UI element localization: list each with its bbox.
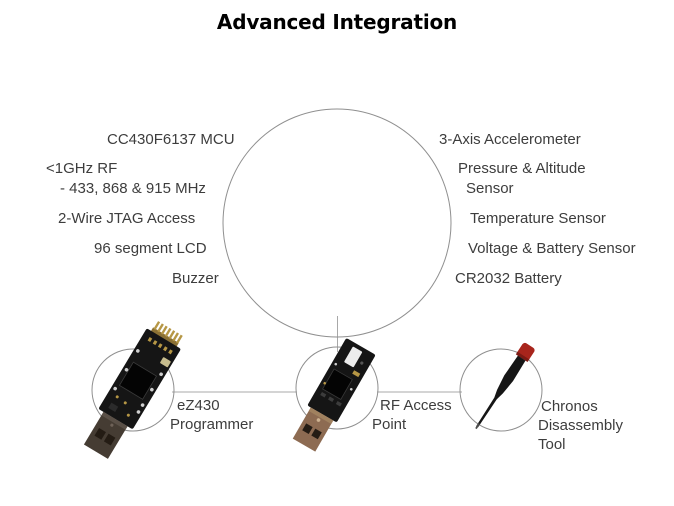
page-title: Advanced Integration [216,10,458,34]
feature-label-rf-bands: - 433, 868 & 915 MHz [60,180,206,197]
accessory-label-chronos: Chronos [541,398,598,415]
feature-label-mcu: CC430F6137 MCU [107,131,235,148]
accessory-label-ez430: eZ430 [177,397,220,414]
usb-plug-icon [83,411,128,459]
rf-access-point-circle [295,346,379,430]
main-feature-circle [222,108,452,338]
feature-label-rf: <1GHz RF [46,160,118,177]
accessory-label-programmer: Programmer [170,416,254,433]
feature-label-jtag: 2-Wire JTAG Access [58,210,196,227]
disassembly-tool-circle [459,348,543,432]
programmer-circle [91,348,175,432]
accessory-label-rf-access: RF Access [380,397,452,414]
usb-plug-icon [292,407,334,452]
feature-label-pressure: Pressure & Altitude [458,160,586,177]
rf-access-point-image [292,338,375,452]
feature-label-accelerometer: 3-Axis Accelerometer [439,131,581,148]
accessory-label-tool: Tool [538,436,566,453]
pin-header-icon [150,321,183,348]
feature-label-pressure-sensor: Sensor [466,180,514,197]
screwdriver-image [475,342,535,430]
ez430-programmer-image [83,321,183,459]
feature-label-battery: CR2032 Battery [455,270,562,287]
feature-label-lcd: 96 segment LCD [94,240,207,257]
feature-label-temperature: Temperature Sensor [470,210,606,227]
accessory-label-disassembly: Disassembly [538,417,624,434]
screwdriver-shaft-icon [476,355,526,428]
accessory-label-point: Point [372,416,407,433]
feature-label-buzzer: Buzzer [172,270,219,287]
feature-label-voltage: Voltage & Battery Sensor [468,240,636,257]
